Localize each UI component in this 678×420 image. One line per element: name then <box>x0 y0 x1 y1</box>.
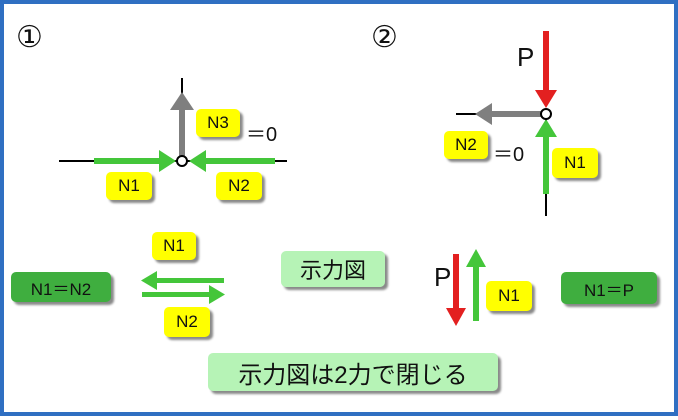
p-polygon-arrow <box>446 254 466 326</box>
n3-arrow <box>170 92 194 156</box>
n1-label: N1 <box>106 172 152 200</box>
n1-label: N1 <box>552 148 598 178</box>
polygon-n2-label: N2 <box>164 307 210 337</box>
equation-n1-p: N1＝P <box>561 272 657 304</box>
node-joint <box>176 155 188 167</box>
n2-value: ＝0 <box>493 144 525 166</box>
polygon-n1-label: N1 <box>152 232 196 260</box>
n2-label: N2 <box>216 172 262 200</box>
diagram-2-number: ② <box>371 21 398 54</box>
polygon-n1-label: N1 <box>486 281 532 311</box>
node-joint <box>540 108 552 120</box>
diagram-1-structure <box>59 78 287 172</box>
n1-arrow <box>535 119 557 194</box>
n2-label: N2 <box>444 131 488 159</box>
diagram-1-number: ① <box>16 21 43 54</box>
diagram-2-structure <box>456 31 557 216</box>
n1-polygon-arrow <box>466 249 486 321</box>
p-arrow <box>535 31 557 108</box>
n1-polygon-arrow <box>141 271 224 290</box>
n3-label: N3 <box>196 109 240 137</box>
force-diagram-canvas <box>59 31 557 326</box>
conclusion-banner: 示力図は2力で閉じる <box>208 353 498 391</box>
force-polygon-title: 示力図 <box>281 251 385 287</box>
n1-arrow <box>94 150 176 172</box>
polygon-p-label: P <box>434 262 452 292</box>
p-label: P <box>517 42 535 72</box>
n2-polygon-arrow <box>142 285 225 304</box>
n3-value: ＝0 <box>246 124 278 146</box>
force-polygon-2 <box>446 249 486 326</box>
force-polygon-1 <box>141 271 225 304</box>
n2-arrow <box>475 103 541 125</box>
equation-n1-n2: N1＝N2 <box>11 272 111 302</box>
n2-arrow <box>189 150 275 172</box>
